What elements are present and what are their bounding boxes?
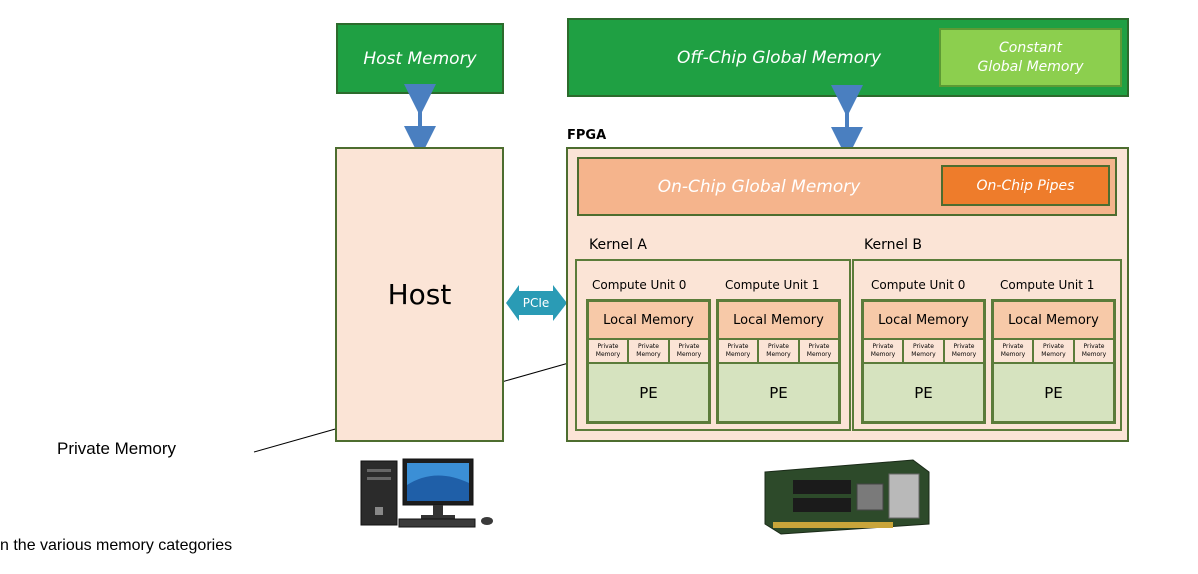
compute-unit-label: Compute Unit 0 <box>871 278 966 292</box>
local-memory-box: Local Memory <box>993 301 1114 339</box>
fpga-label: FPGA <box>567 128 607 143</box>
compute-unit-box: Local Memory Private Memory Private Memo… <box>991 299 1116 424</box>
onchip-pipes-box: On-Chip Pipes <box>941 165 1110 206</box>
desktop-computer-image <box>360 458 493 528</box>
private-memory-annotation: Private Memory <box>57 439 177 458</box>
offchip-global-memory-label: Off-Chip Global Memory <box>676 47 882 68</box>
private-memory-cell: Private Memory <box>993 339 1033 363</box>
local-memory-box: Local Memory <box>863 301 984 339</box>
kernel-a-label: Kernel A <box>589 237 648 253</box>
compute-unit-box: Local Memory Private Memory Private Memo… <box>586 299 711 424</box>
compute-unit-box: Local Memory Private Memory Private Memo… <box>861 299 986 424</box>
offchip-global-memory-box: Off-Chip Global Memory Constant Global M… <box>567 18 1129 97</box>
private-memory-cell: Private Memory <box>669 339 709 363</box>
compute-unit-label: Compute Unit 0 <box>592 278 687 292</box>
private-memory-cell: Private Memory <box>758 339 799 363</box>
pe-box: PE <box>863 363 984 422</box>
pe-box: PE <box>588 363 709 422</box>
host-memory-label: Host Memory <box>363 48 477 69</box>
compute-unit-label: Compute Unit 1 <box>1000 278 1095 292</box>
kernel-a-box: Compute Unit 0 Local Memory Private Memo… <box>575 259 851 431</box>
private-memory-cell: Private Memory <box>863 339 903 363</box>
compute-unit-box: Local Memory Private Memory Private Memo… <box>716 299 841 424</box>
host-memory-box: Host Memory <box>336 23 504 94</box>
fpga-box: On-Chip Global Memory On-Chip Pipes Kern… <box>566 147 1129 442</box>
private-memory-cell: Private Memory <box>944 339 984 363</box>
private-memory-cell: Private Memory <box>718 339 758 363</box>
host-box: Host <box>335 147 504 442</box>
constant-global-memory-box: Constant Global Memory <box>939 28 1122 87</box>
fpga-board-image <box>764 459 930 535</box>
pcie-arrow <box>506 285 567 321</box>
private-memory-cell: Private Memory <box>1033 339 1074 363</box>
pe-box: PE <box>718 363 839 422</box>
onchip-global-memory-box: On-Chip Global Memory On-Chip Pipes <box>577 157 1117 216</box>
kernel-b-label: Kernel B <box>864 237 923 253</box>
pe-box: PE <box>993 363 1114 422</box>
host-label: Host <box>387 278 452 311</box>
caption-text: n the various memory categories <box>0 537 233 554</box>
private-memory-cell: Private Memory <box>588 339 628 363</box>
kernel-b-box: Compute Unit 0 Local Memory Private Memo… <box>852 259 1122 431</box>
local-memory-box: Local Memory <box>588 301 709 339</box>
pcie-label: PCIe <box>522 296 550 310</box>
private-memory-cell: Private Memory <box>799 339 839 363</box>
local-memory-box: Local Memory <box>718 301 839 339</box>
compute-unit-label: Compute Unit 1 <box>725 278 820 292</box>
onchip-global-memory-label: On-Chip Global Memory <box>657 176 861 197</box>
private-memory-cell: Private Memory <box>628 339 669 363</box>
private-memory-cell: Private Memory <box>903 339 944 363</box>
private-memory-cell: Private Memory <box>1074 339 1114 363</box>
